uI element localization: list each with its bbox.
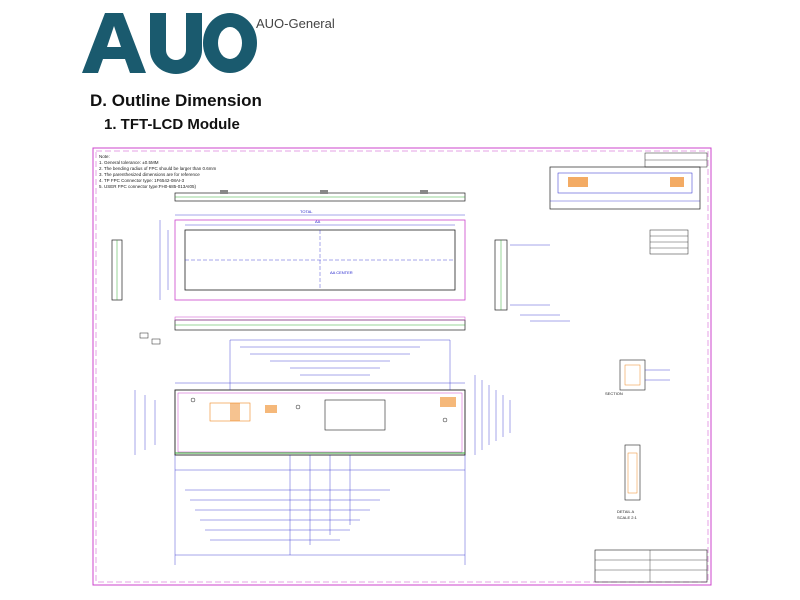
outline-drawing: Note: 1. General tolerance: ±0.5MM 2. Th… (90, 145, 715, 590)
section-subtitle: 1. TFT-LCD Module (104, 116, 240, 133)
right-side-view (494, 239, 570, 322)
left-side-view (111, 239, 123, 301)
rear-view-dims-left (134, 390, 156, 455)
auo-logo (80, 10, 260, 76)
svg-text:3. The parenthesized dimension: 3. The parenthesized dimensions are for … (99, 172, 200, 177)
section-title: D. Outline Dimension (90, 91, 262, 110)
rear-view-dims-right (474, 375, 511, 455)
detail-views-right: SECTION DETAIL A SCALE 2:1 (605, 359, 670, 520)
front-view: TOTAL AA AA CENTER (159, 209, 466, 301)
svg-text:4. TP FPC Connector type: 1F65: 4. TP FPC Connector type: 1F6542-08AI-3 (99, 178, 185, 183)
svg-text:AA CENTER: AA CENTER (330, 270, 353, 275)
brand-tagline: AUO-General (256, 16, 335, 31)
rear-view (174, 389, 466, 456)
title-block-top (644, 152, 708, 255)
top-side-view (174, 190, 466, 202)
svg-text:Note:: Note: (99, 154, 110, 159)
drawing-frame (92, 147, 712, 586)
drawing-notes: Note: 1. General tolerance: ±0.5MM 2. Th… (99, 154, 216, 189)
rear-view-dims-top (175, 339, 465, 390)
svg-text:TOTAL: TOTAL (300, 209, 313, 214)
svg-text:SECTION: SECTION (605, 391, 623, 396)
svg-text:DETAIL A: DETAIL A (617, 509, 634, 514)
connector-detail-top-right (549, 166, 701, 210)
svg-text:AA: AA (315, 219, 321, 224)
svg-text:5. USER FPC connector type:FH0: 5. USER FPC connector type:FH0-685-013AI… (99, 184, 197, 189)
rear-view-dims-bottom (174, 455, 466, 565)
bottom-side-view (139, 316, 466, 345)
svg-text:SCALE 2:1: SCALE 2:1 (617, 515, 638, 520)
svg-text:1. General tolerance: ±0.5MM: 1. General tolerance: ±0.5MM (99, 160, 159, 165)
title-block-bottom (594, 549, 708, 583)
svg-text:2. The bending radius of FPC s: 2. The bending radius of FPC should be l… (99, 166, 216, 171)
